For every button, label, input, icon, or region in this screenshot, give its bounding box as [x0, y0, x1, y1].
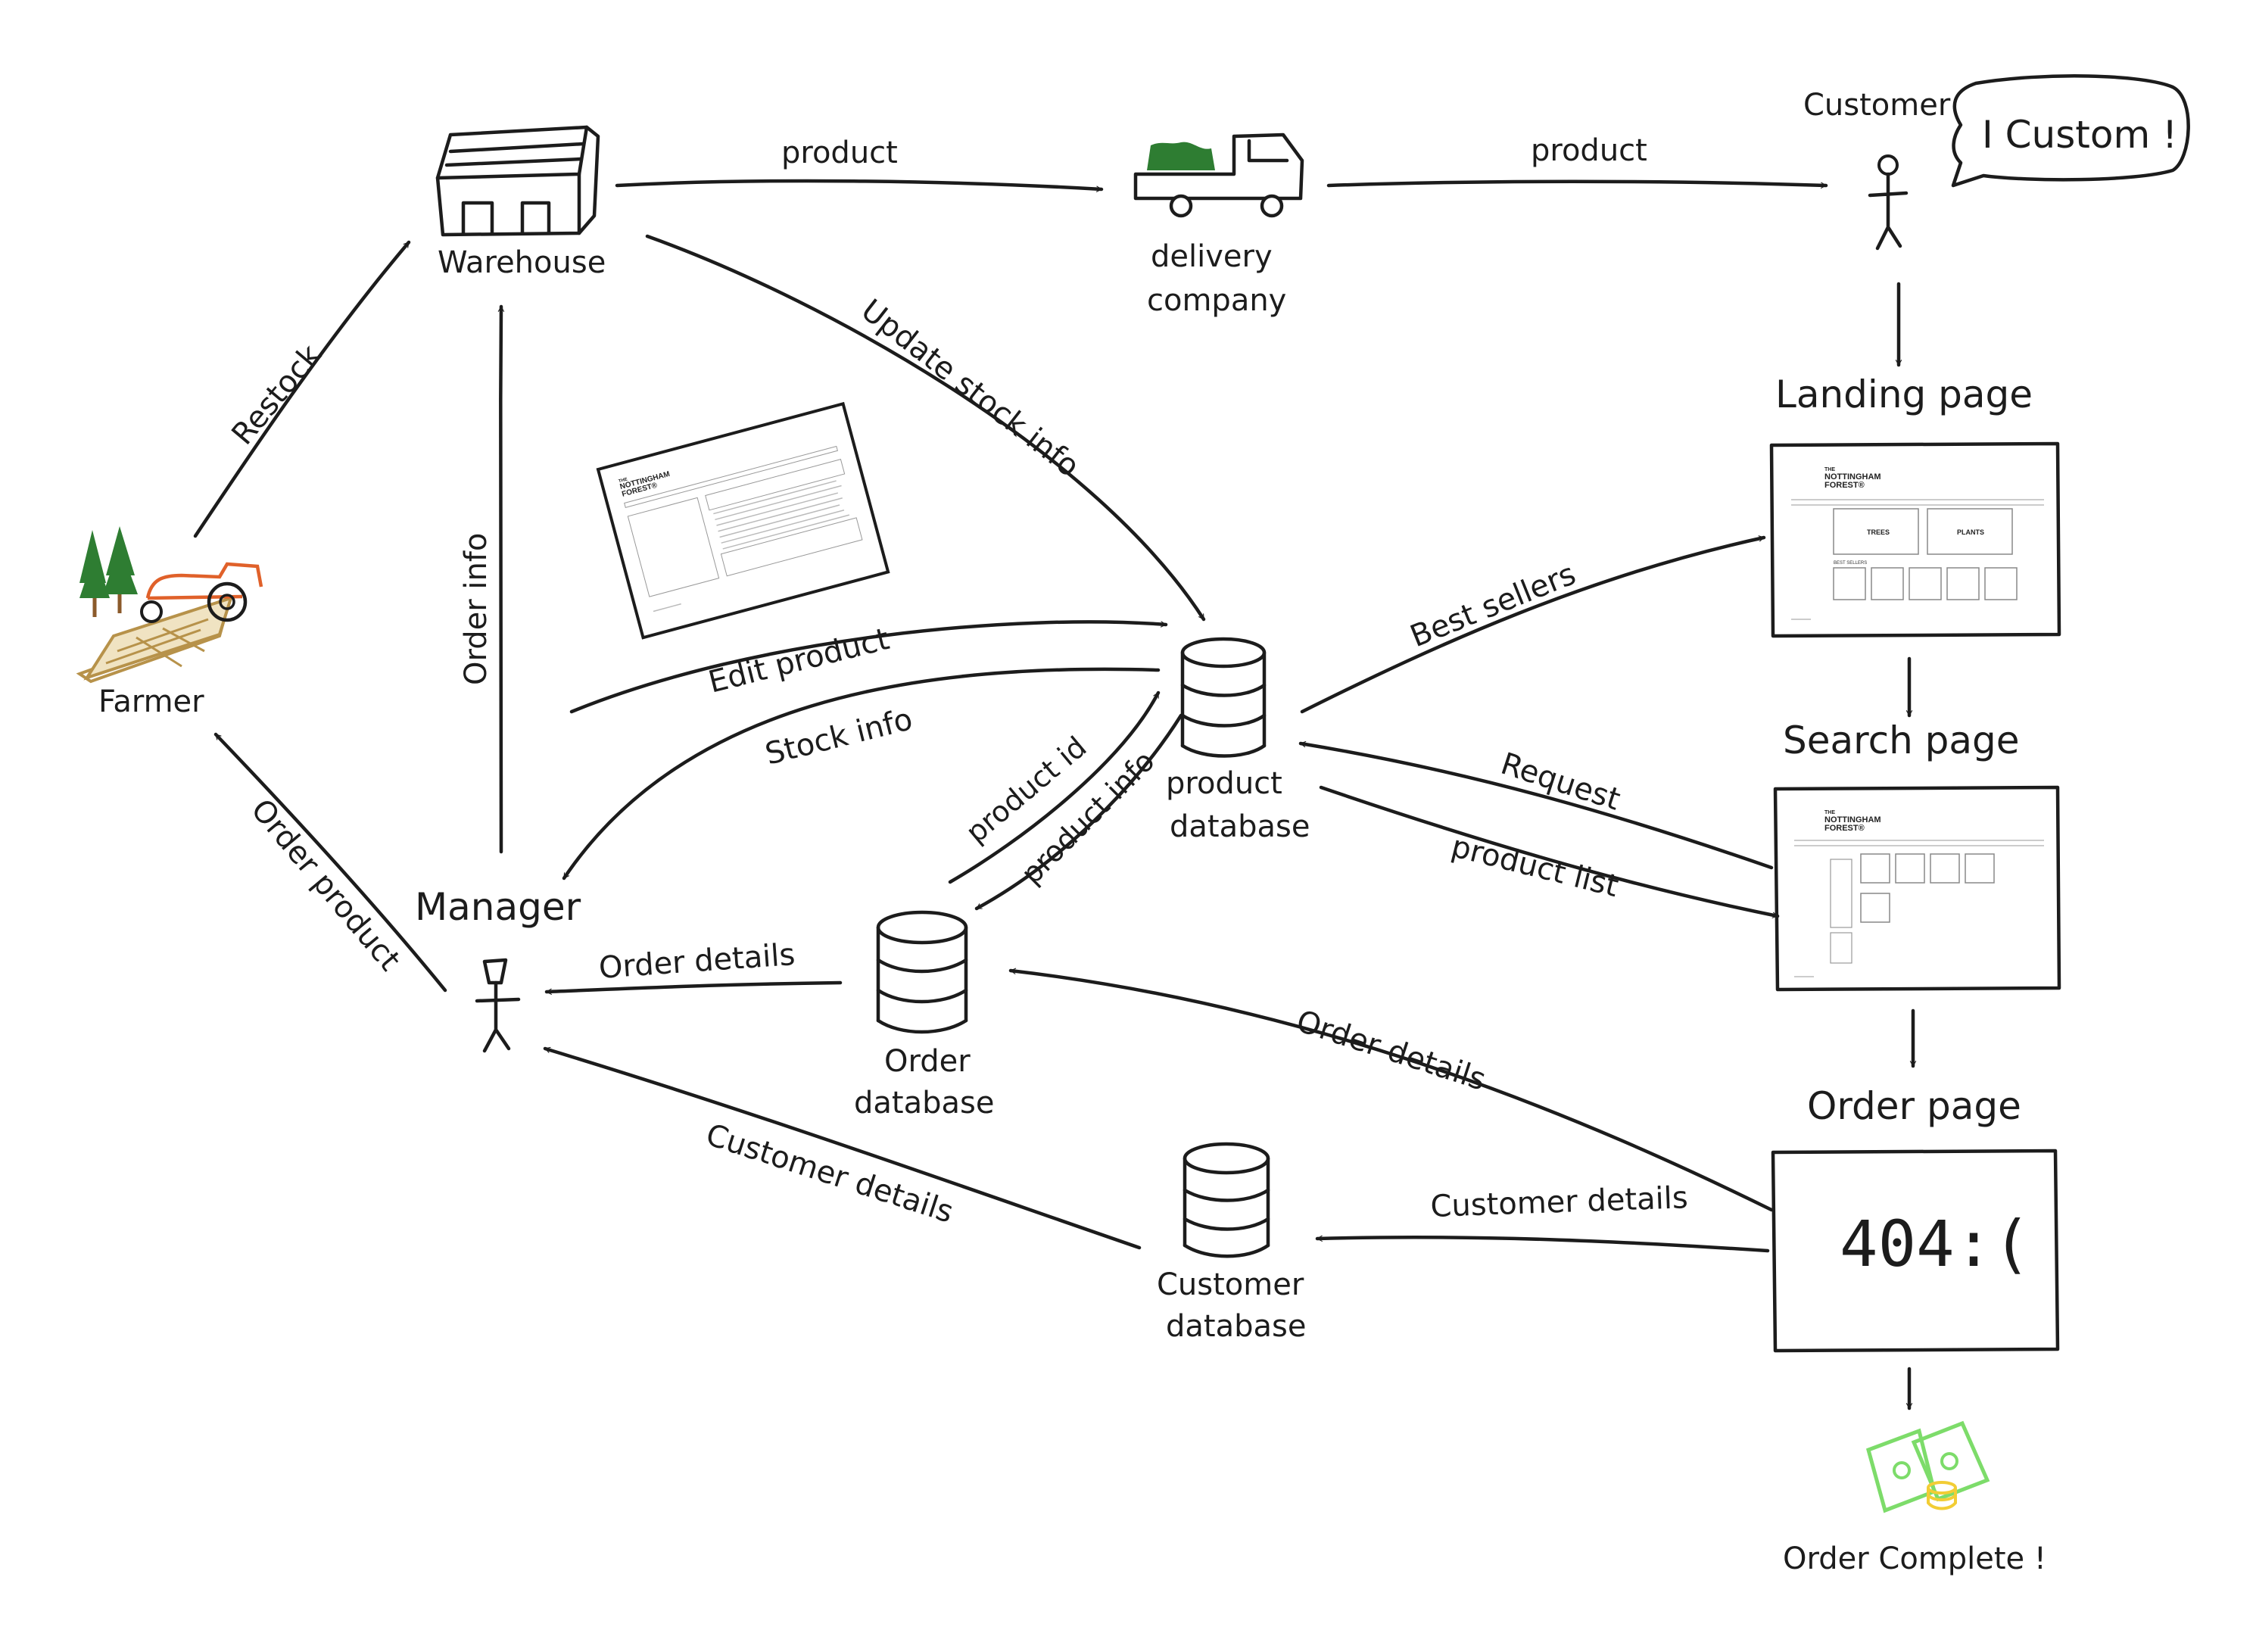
order-complete-label: Order Complete !: [1783, 1541, 2046, 1576]
farmer-label: Farmer: [98, 684, 204, 719]
label-stock-info: Stock info: [762, 702, 916, 772]
svg-text:BEST SELLERS: BEST SELLERS: [1834, 561, 1867, 566]
order-page-node: Order page 404:(: [1771, 1084, 2060, 1353]
edge-request: [1298, 740, 1774, 870]
manager-node: Manager: [415, 885, 581, 1053]
label-order-info: Order info: [459, 533, 494, 685]
label-update-stock: Update stock info: [855, 293, 1086, 485]
warehouse-node: Warehouse: [435, 125, 606, 280]
label-product-list: product list: [1448, 829, 1622, 904]
order-database-icon: [876, 910, 968, 1034]
delivery-label-1: delivery: [1151, 239, 1273, 274]
delivery-node: delivery company: [1133, 132, 1304, 318]
customer-label: Customer: [1803, 88, 1951, 123]
truck-icon: [1133, 132, 1304, 218]
edit-product-mockup: THE NOTTINGHAM FOREST®: [596, 401, 890, 640]
svg-text:FOREST®: FOREST®: [1824, 481, 1865, 490]
landing-page-mockup: THE NOTTINGHAM FOREST® TREES PLANTS BEST…: [1769, 441, 2061, 638]
edge-customer-details-page: [1315, 1235, 1770, 1253]
edge-update-stock: [645, 234, 1206, 622]
edges: [193, 179, 1917, 1410]
order-database-node: Order database: [854, 910, 994, 1121]
customer-database-label-1: Customer: [1157, 1267, 1304, 1302]
edge-delivery-customer: [1326, 179, 1828, 189]
speech-bubble-text: I Custom !: [1982, 113, 2177, 157]
search-page-label: Search page: [1783, 718, 2020, 762]
edge-order-product: [213, 732, 447, 993]
speech-bubble: I Custom !: [1951, 74, 2190, 188]
edge-warehouse-delivery: [615, 179, 1104, 192]
label-order-details-2: Order details: [1292, 1004, 1490, 1098]
manager-label: Manager: [415, 885, 581, 929]
product-database-label-1: product: [1166, 766, 1282, 801]
svg-text:THE: THE: [1824, 810, 1835, 815]
product-database-label-2: database: [1170, 809, 1310, 844]
order-database-label-2: database: [854, 1086, 994, 1121]
customer-database-label-2: database: [1166, 1309, 1306, 1344]
money-icon: [1865, 1420, 1990, 1513]
svg-text:PLANTS: PLANTS: [1957, 528, 1984, 536]
edge-restock: [193, 240, 411, 538]
manager-stick-figure-icon: [475, 958, 521, 1053]
label-customer-details-1: Customer details: [1430, 1180, 1689, 1224]
order-page-label: Order page: [1807, 1084, 2021, 1128]
order-database-label-1: Order: [884, 1044, 971, 1079]
svg-text:NOTTINGHAM: NOTTINGHAM: [1824, 815, 1881, 824]
edge-product-list: [1319, 785, 1780, 918]
customer-node: Customer I Custom !: [1803, 74, 2190, 251]
farm-icon: [76, 526, 263, 684]
product-database-node: product database: [1166, 637, 1310, 844]
order-complete-node: Order Complete !: [1783, 1420, 2046, 1576]
label-product-2: product: [1531, 133, 1647, 168]
label-restock: Restock: [225, 338, 329, 451]
edge-customer-details-manager: [543, 1046, 1142, 1250]
label-order-product: Order product: [244, 793, 407, 977]
edge-order-details-page: [1008, 968, 1774, 1212]
edge-order-info: [497, 304, 505, 854]
label-edit-product: Edit product: [705, 622, 893, 700]
svg-text:THE: THE: [1824, 467, 1835, 472]
search-page-mockup: THE NOTTINGHAM FOREST®: [1773, 785, 2061, 992]
svg-text:THE: THE: [618, 478, 628, 485]
edge-best-sellers: [1300, 535, 1766, 714]
landing-page-node: Landing page THE NOTTINGHAM FOREST® TREE…: [1769, 372, 2061, 638]
svg-text:TREES: TREES: [1867, 528, 1890, 536]
customer-stick-figure-icon: [1868, 154, 1909, 251]
label-order-details-1: Order details: [597, 937, 796, 986]
customer-database-node: Customer database: [1157, 1142, 1306, 1344]
svg-text:NOTTINGHAM: NOTTINGHAM: [1824, 472, 1881, 482]
edge-edit-product: [569, 620, 1168, 714]
order-page-mockup: 404:(: [1771, 1149, 2060, 1353]
warehouse-icon: [435, 125, 600, 237]
edge-order-details-manager: [544, 980, 843, 995]
farmer-node: Farmer: [76, 526, 263, 719]
label-best-sellers: Best sellers: [1406, 556, 1581, 654]
delivery-label-2: company: [1147, 283, 1286, 318]
label-customer-details-2: Customer details: [702, 1117, 958, 1230]
svg-text:FOREST®: FOREST®: [1824, 824, 1865, 833]
search-page-node: Search page THE NOTTINGHAM FOREST®: [1773, 718, 2061, 992]
label-request: Request: [1497, 747, 1625, 818]
product-database-icon: [1180, 637, 1267, 758]
landing-page-label: Landing page: [1775, 372, 2033, 416]
edge-stock-info: [562, 667, 1161, 881]
label-product-1: product: [781, 136, 898, 170]
warehouse-label: Warehouse: [438, 245, 606, 280]
customer-database-icon: [1183, 1142, 1270, 1258]
edge-product-id: [948, 690, 1161, 884]
edge-product-info: [974, 713, 1183, 911]
error-text: 404:(: [1840, 1207, 2031, 1281]
